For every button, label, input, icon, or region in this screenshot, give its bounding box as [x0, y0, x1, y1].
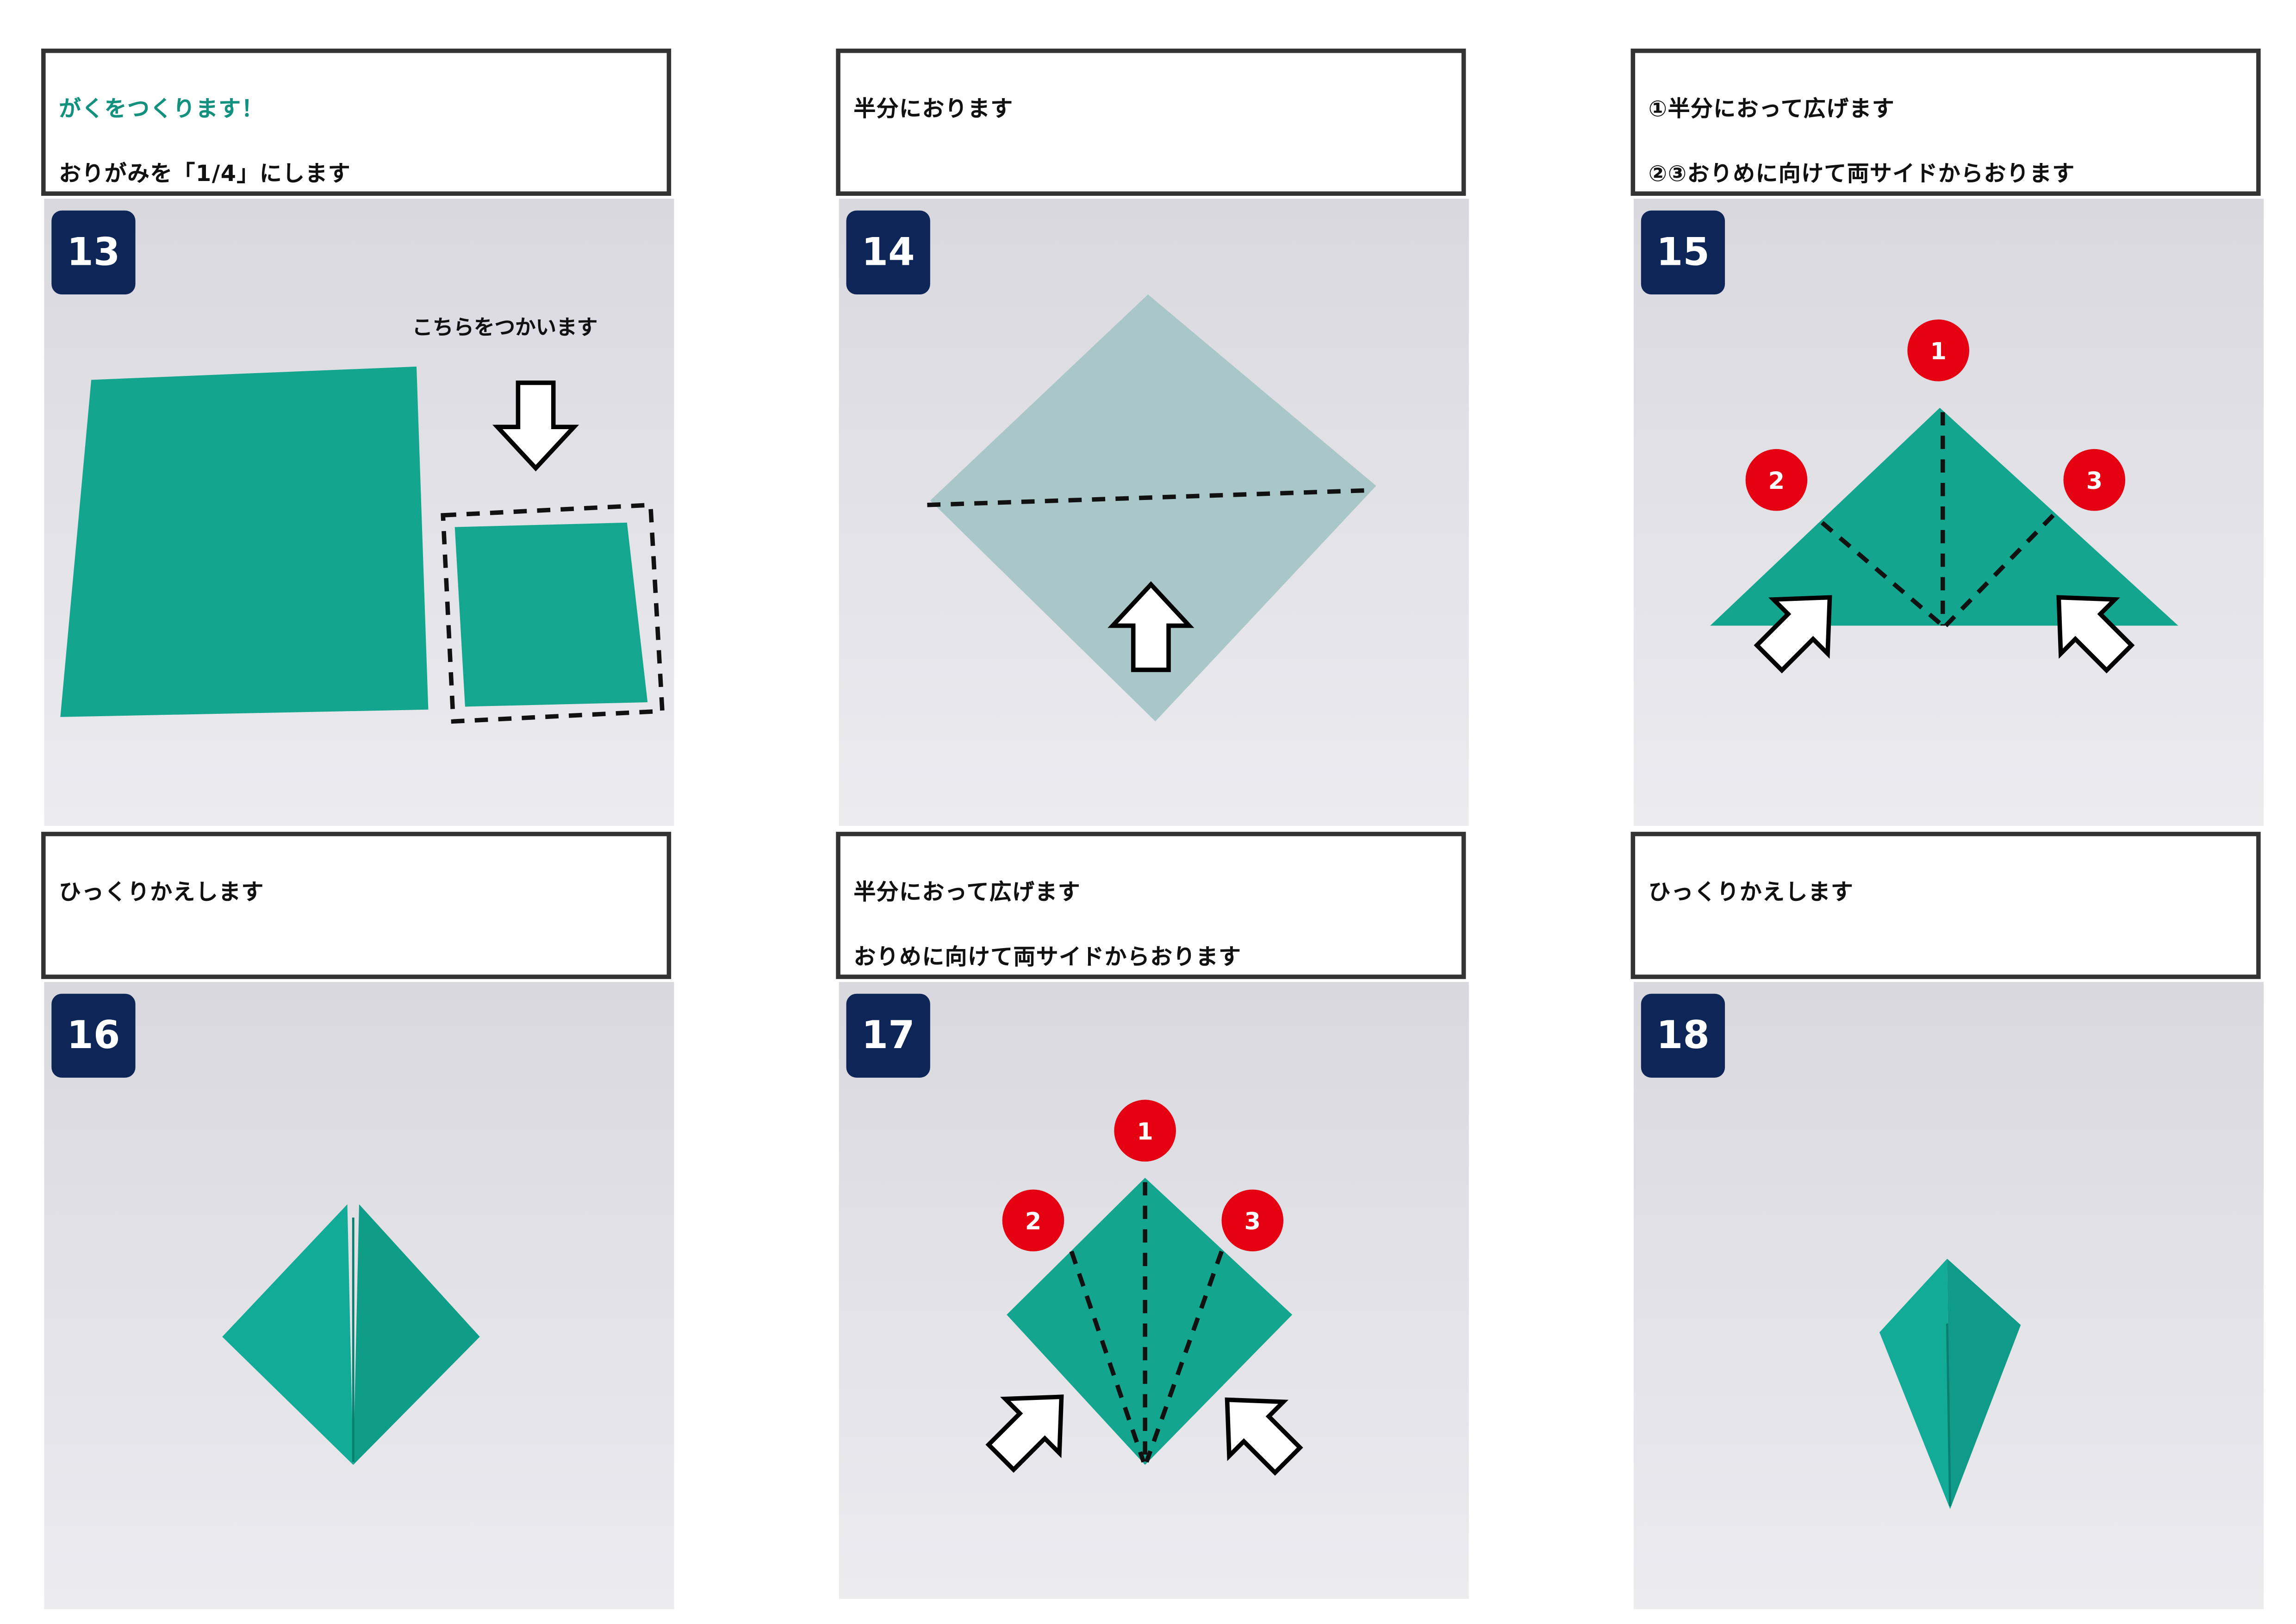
step-16-instructions: ひっくりかえします — [41, 831, 672, 979]
quarter-sheet — [454, 522, 648, 707]
svg-text:1: 1 — [1137, 1118, 1153, 1145]
full-sheet — [60, 366, 429, 717]
step-17-line-1: 半分におって広げます — [853, 879, 1081, 906]
paper-diamond — [930, 294, 1376, 722]
paper-calyx-right — [1947, 1258, 2021, 1509]
step-15-instructions: ①半分におって広げます ②③おりめに向けて両サイドからおります — [1630, 48, 2261, 196]
step-13-instructions: がくをつくります！ おりがみを「1/4」にします — [41, 48, 672, 196]
step-18-photo: 18 — [1633, 982, 2264, 1609]
marker-2: 2 — [1002, 1189, 1064, 1252]
step-14-instructions: 半分におります — [836, 48, 1466, 196]
marker-3: 3 — [1221, 1189, 1284, 1252]
svg-text:2: 2 — [1025, 1207, 1041, 1235]
step-number-badge: 13 — [51, 210, 136, 295]
step-number-badge: 15 — [1641, 210, 1725, 295]
paper-kite-right — [353, 1204, 480, 1465]
step-number-badge: 18 — [1641, 993, 1725, 1078]
marker-3: 3 — [2063, 449, 2126, 511]
step-17-photo: 1 2 3 17 — [839, 982, 1469, 1599]
step-18-line-1: ひっくりかえします — [1648, 879, 1854, 906]
paper-calyx-left — [1879, 1258, 1950, 1509]
step-13-photo: 13 こちらをつかいます — [44, 199, 674, 826]
step-17-instructions: 半分におって広げます おりめに向けて両サイドからおります — [836, 831, 1466, 979]
fold-lines — [1820, 412, 2055, 628]
center-crease — [1946, 1323, 1952, 1506]
step-number-badge: 14 — [846, 210, 930, 295]
step-18-instructions: ひっくりかえします — [1630, 831, 2261, 979]
step-number-badge: 16 — [51, 993, 136, 1078]
step-17-line-2: おりめに向けて両サイドからおります — [853, 943, 1242, 970]
marker-1: 1 — [1907, 319, 1969, 381]
paper-kite-left — [222, 1204, 354, 1465]
step-14-line-1: 半分におります — [853, 95, 1014, 122]
dashed-selection — [441, 502, 665, 724]
svg-text:1: 1 — [1930, 337, 1946, 365]
step-15-photo: 1 2 3 15 — [1633, 199, 2264, 826]
marker-2: 2 — [1745, 449, 1808, 511]
step-13-heading: がくをつくります！ — [59, 95, 264, 122]
paper-diamond — [1007, 1178, 1293, 1465]
svg-text:3: 3 — [1244, 1207, 1261, 1235]
marker-1: 1 — [1114, 1099, 1176, 1162]
step-number-badge: 17 — [846, 993, 930, 1078]
fold-line — [927, 488, 1372, 507]
step-14-photo: 14 — [839, 199, 1469, 826]
svg-text:3: 3 — [2086, 467, 2103, 494]
step-15-line-2: ②③おりめに向けて両サイドからおります — [1648, 160, 2075, 187]
use-this-label: こちらをつかいます — [412, 316, 598, 340]
step-13-line-1: おりがみを「1/4」にします — [59, 160, 351, 187]
up-right-arrow-icon — [974, 1370, 1089, 1484]
down-arrow-icon — [498, 383, 574, 468]
step-16-line-1: ひっくりかえします — [59, 879, 264, 906]
step-15-line-1: ①半分におって広げます — [1648, 95, 1895, 122]
svg-text:2: 2 — [1768, 467, 1785, 494]
step-16-photo: 16 — [44, 982, 674, 1609]
